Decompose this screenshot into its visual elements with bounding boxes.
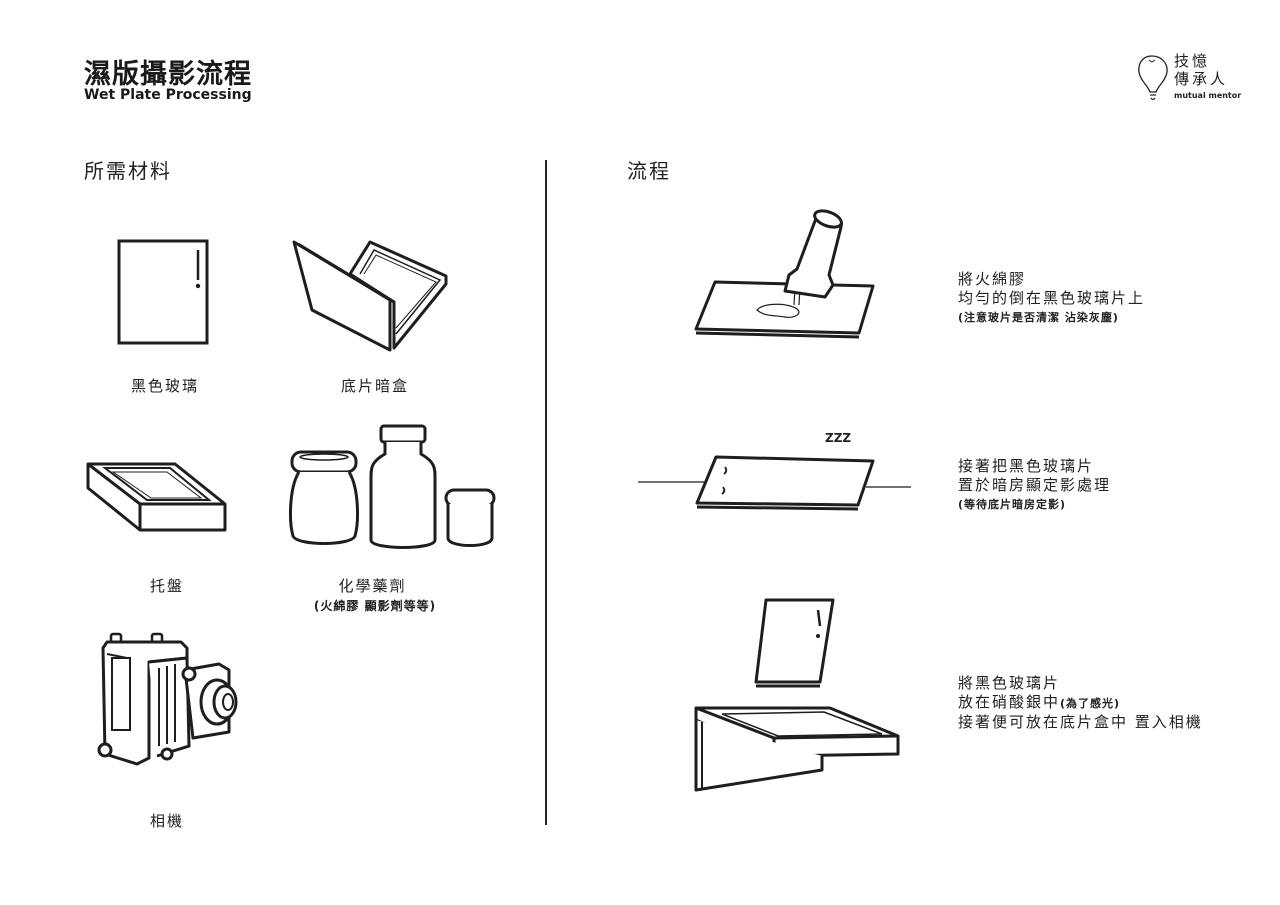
page-subtitle: Wet Plate Processing [84, 87, 252, 103]
material-sublabel-chemicals: (火綿膠 顯影劑等等) [313, 599, 437, 613]
step-1-line-1: 將火綿膠 [958, 270, 1027, 288]
step-3-line-3: 接著便可放在底片盒中 置入相機 [958, 713, 1203, 731]
step-2-text: 接著把黑色玻璃片 置於暗房顯定影處理 (等待底片暗房定影) [958, 457, 1111, 514]
plate-into-holder-icon [694, 598, 900, 792]
sleeping-plate-icon [638, 455, 911, 511]
tray-icon [86, 462, 227, 532]
step-3-inline-note: (為了感光) [1060, 697, 1121, 710]
film-holder-icon [292, 240, 448, 352]
page-title: 濕版攝影流程 [84, 59, 252, 90]
step-1-note: (注意玻片是否清潔 沾染灰塵) [958, 311, 1119, 324]
pour-collodion-icon [694, 209, 875, 339]
step-1-line-2: 均勻的倒在黑色玻璃片上 [958, 289, 1146, 307]
logo-subtitle: mutual mentor [1174, 91, 1242, 100]
sleep-annotation: ZZZ [825, 431, 852, 445]
black-glass-plate-icon [117, 239, 209, 345]
step-3-text: 將黑色玻璃片 放在硝酸銀中(為了感光) 接著便可放在底片盒中 置入相機 [958, 674, 1203, 732]
step-3-line-1: 將黑色玻璃片 [958, 674, 1061, 692]
camera-icon [97, 632, 238, 766]
step-1-text: 將火綿膠 均勻的倒在黑色玻璃片上 (注意玻片是否清潔 沾染灰塵) [958, 270, 1145, 327]
logo: 技憶 傳承人 mutual mentor [1136, 52, 1241, 102]
column-divider [545, 160, 547, 825]
logo-text-line2: 傳承人 [1174, 70, 1229, 88]
logo-text-line1: 技憶 [1174, 52, 1211, 70]
material-label-camera: 相機 [149, 812, 184, 830]
material-label-film-holder: 底片暗盒 [340, 377, 409, 395]
chemical-bottles-icon [289, 424, 496, 549]
step-2-line-1: 接著把黑色玻璃片 [958, 457, 1095, 475]
materials-heading: 所需材料 [84, 159, 172, 183]
step-2-line-2: 置於暗房顯定影處理 [958, 476, 1112, 494]
material-label-chemicals: 化學藥劑 [338, 577, 407, 595]
lightbulb-icon [1138, 55, 1168, 101]
material-label-tray: 托盤 [149, 577, 184, 595]
material-label-black-glass: 黑色玻璃 [130, 377, 199, 395]
process-heading: 流程 [627, 159, 671, 183]
step-3-line-2: 放在硝酸銀中 [958, 693, 1061, 711]
step-3-line-2-wrap: 放在硝酸銀中(為了感光) [958, 693, 1203, 713]
step-2-note: (等待底片暗房定影) [958, 498, 1067, 511]
